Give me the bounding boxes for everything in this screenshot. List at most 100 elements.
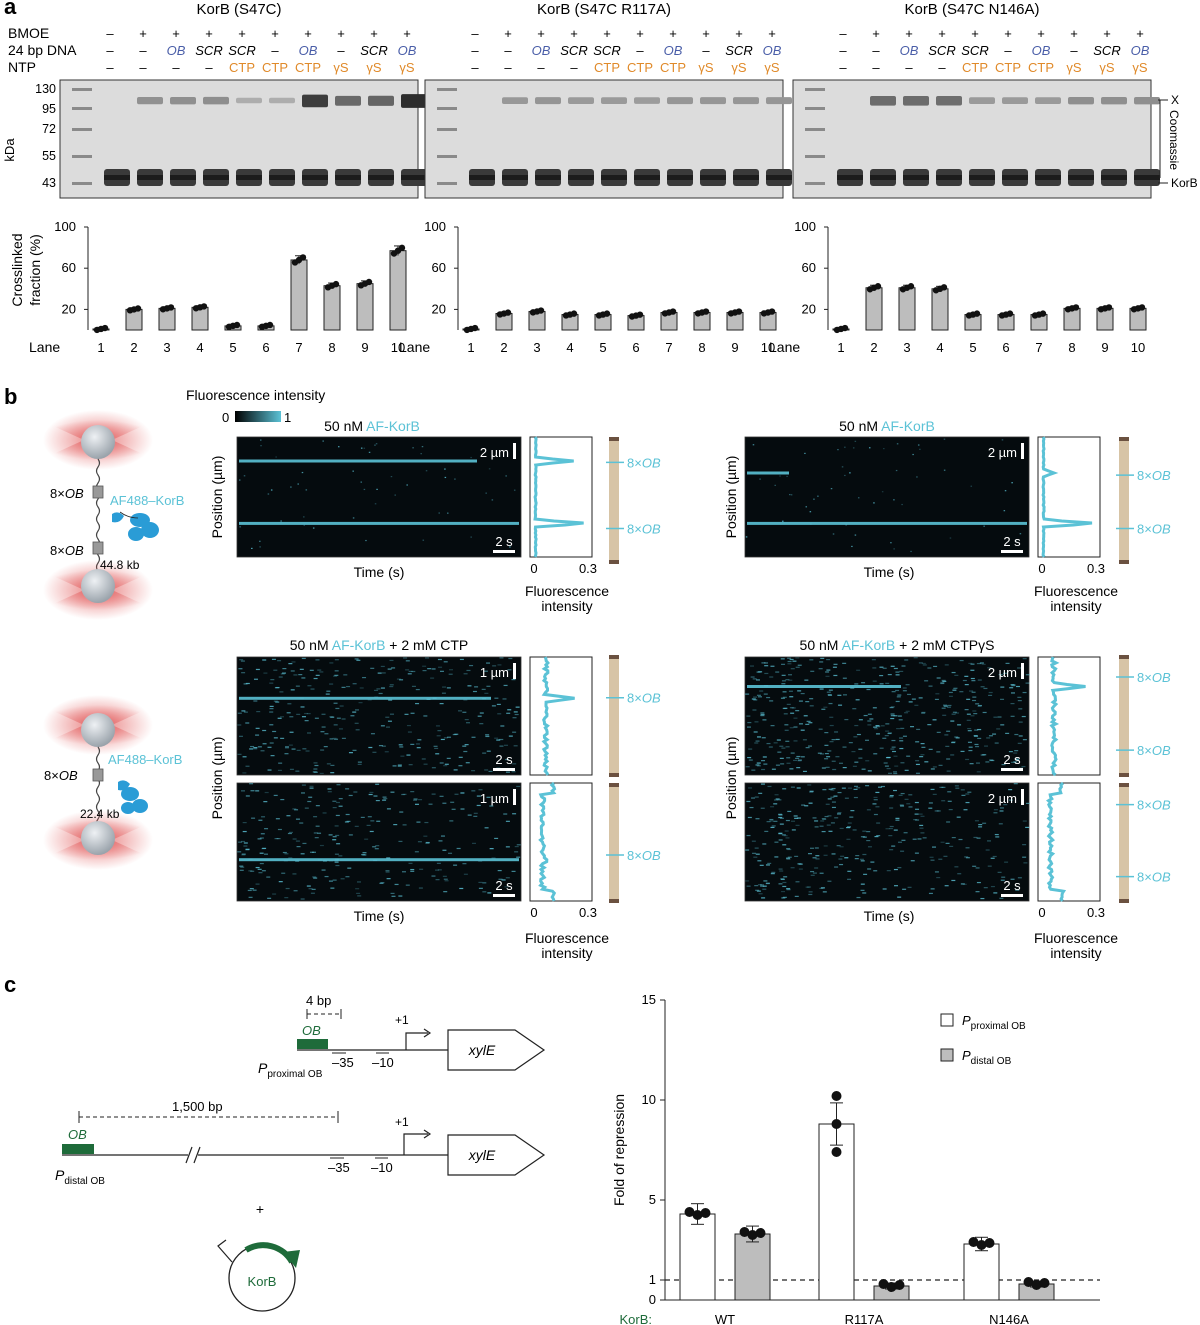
kymo-speckle [819,661,824,663]
crosslink-bar [290,259,308,331]
crosslink-ytick-label: 60 [802,260,816,275]
kymo-speckle [269,705,274,707]
kymo-speckle [789,768,794,770]
kymo-speckle [277,717,282,719]
kymo-speckle [354,825,359,827]
kymo-speckle [941,786,946,788]
kymo-speckle [898,841,903,843]
crosslink-ytick-label: 20 [62,301,76,316]
kymo-speckle [783,835,788,837]
kymo-speckle [804,452,806,455]
kymo-speckle [292,838,297,840]
kymo-speckle [313,832,318,834]
kymo-speckle [238,841,243,843]
korb-protein-icon [112,511,159,541]
dna-strip [1119,783,1129,903]
kymo-speckle [884,765,889,767]
kymo-speckle [298,674,303,676]
kymograph-4: 2 µm2 s8×OB8×OB [744,655,1171,777]
kymo-speckle [965,801,970,804]
kymo-speckle [347,867,352,869]
fl-tick-max: 0.3 [1087,561,1105,576]
kymo-speckle [974,743,979,746]
kymo-speckle [269,711,274,713]
kymo-speckle [269,682,274,684]
kymo-speckle [836,813,841,815]
ladder-band [72,88,92,91]
kymo-speckle [440,835,445,837]
rep-datapoint [831,1091,842,1101]
dna-cell: OB [398,43,417,58]
kymo-speckle [757,884,762,886]
kymo-speckle [288,744,293,746]
repression-ylabel: Fold of repression [611,1094,627,1206]
kymo-speckle [756,890,761,892]
fl-tick-max: 0.3 [579,905,597,920]
kymo-speckle [982,711,987,714]
kymo-speckle [514,851,519,853]
kymo-speckle [431,875,436,877]
kymo-speckle [948,808,953,811]
kymo-speckle [831,739,836,741]
kymo-speckle [998,674,1003,676]
kymo-speckle [855,699,860,701]
kymo-speckle [761,768,766,771]
kymo-speckle [255,866,260,869]
row-label-ntp: NTP [8,59,36,75]
kymo-speckle [492,665,497,667]
kymo-speckle [275,701,280,703]
kymo-speckle [785,740,790,742]
kymo-speckle [767,862,772,865]
kymo-speckle [791,829,796,831]
kymo-speckle [821,818,826,820]
kymo-speckle [513,489,516,491]
kymo-speckle [891,746,896,748]
kymo-speckle [985,849,990,851]
kymo-speckle [807,853,812,855]
kymo-speckle [910,550,912,553]
kymo-speckle [889,825,894,828]
kymo-speckle [943,438,946,440]
crosslink-ytick-label: 60 [62,260,76,275]
ntp-cell: – [205,60,213,75]
kymo-speckle [476,804,481,807]
kymo-speckle [324,733,329,735]
kymo-speckle [893,548,895,550]
kymo-speckle [817,495,819,497]
crosslink-bar [323,285,341,331]
gel-band-korb-core [1035,175,1061,180]
kymo-speckle [964,684,969,686]
ladder-band [437,182,457,185]
dna-cell: – [337,43,345,58]
scale-bar-position [513,443,516,459]
kymo-speckle [273,669,278,671]
kymo-speckle [442,686,447,688]
kymo-speckle [372,751,377,753]
ntp-cell: CTP [627,60,653,75]
kymo-speckle [284,853,289,855]
kymo-speckle [902,687,907,689]
kymo-speckle [317,669,322,671]
kymo-speckle [907,886,912,888]
kymo-speckle [796,767,801,769]
kymo-speckle [779,475,781,477]
kymo-speckle [775,671,780,673]
kymo-speckle [253,748,258,750]
kymo-speckle [754,885,759,887]
kymo-speckle [910,860,915,862]
gel-band-x [236,97,262,104]
kymo-speckle [766,821,771,823]
kymo-speckle [979,662,984,664]
kymo-speckle [831,853,836,855]
kymo-speckle [964,675,969,677]
kymo-speckle [766,742,771,745]
kymo-speckle [295,770,300,772]
crosslink-datapoint [603,310,611,317]
kymo-speckle [382,796,387,798]
kymo-speckle [363,488,366,491]
ladder-band [805,155,825,158]
kymo-speckle [259,439,262,441]
kymo-speckle [514,845,519,848]
kymo-speckle [320,731,325,733]
kymo-speckle [860,860,865,862]
